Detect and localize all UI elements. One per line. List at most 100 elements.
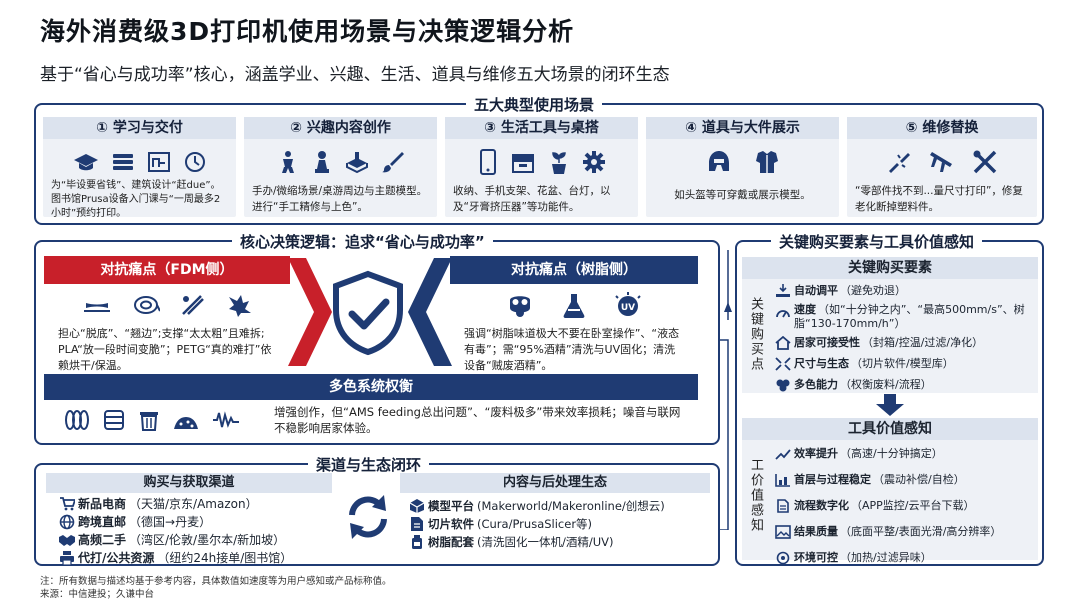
source-note: 来源：中信建投；久谦中台	[40, 589, 155, 600]
leveling-icon	[776, 284, 790, 297]
channel-name: 代打/公共资源	[78, 551, 155, 565]
channel-detail: （纽约24h接单/图书馆）	[157, 551, 293, 565]
value-title: 工具价值感知	[742, 418, 1038, 440]
gear-icon	[582, 151, 605, 173]
scene-card-props: ④ 道具与大件展示 如头盔等可穿戴或展示模型。	[646, 117, 839, 217]
layer-chart-icon	[775, 474, 790, 487]
scene-desc: 为“毕设要省钱”、建筑设计“赶due”。图书馆Prusa设备入门课与“一周最多2…	[51, 180, 221, 219]
value-detail: （震动补偿/自检）	[873, 473, 965, 486]
broken-part-icon	[889, 153, 910, 173]
page-subtitle: 基于“省心与成功率”核心，涵盖学业、兴趣、生活、道具与维修五大场景的闭环生态	[40, 65, 670, 85]
helmet-icon	[708, 151, 729, 171]
key-factors-panel: 关键购买要素 关键购买点 自动调平（避免劝退） 速度（如“十分钟之内”、“最高5…	[742, 257, 1038, 393]
channel-name: 新品电商	[78, 497, 127, 511]
content-title: 内容与后处理生态	[400, 473, 710, 493]
scene-desc: “零部件找不到...量尺寸打印”，修复老化断掉塑料件。	[855, 185, 1023, 213]
fdm-panel: 对抗痛点（FDM侧） 担心“脱底”、“翘边”;支撑“太太粗”且难拆; PLA“放…	[44, 256, 290, 372]
resin-arrow	[408, 258, 452, 366]
document-icon	[777, 499, 789, 513]
value-detail: （底面平整/表面光滑/高分辨率）	[840, 525, 1002, 538]
scene-desc: 如头盔等可穿戴或展示模型。	[674, 189, 811, 201]
waste-pile-icon	[174, 417, 198, 429]
channel-detail: （德国→丹麦）	[129, 515, 212, 529]
chess-pawn-icon	[314, 151, 329, 173]
value-detail: （APP监控/云平台下载）	[851, 499, 975, 512]
slicer-file-icon	[411, 517, 423, 531]
wrench-screwdriver-icon	[973, 150, 997, 174]
support-removal-icon	[182, 295, 204, 315]
value-name: 结果质量	[794, 525, 838, 538]
scene-title: ⑤ 维修替换	[847, 117, 1037, 139]
channel-detail: （湾区/伦敦/墨尔本/新加坡）	[129, 533, 286, 547]
multi-color-desc: 增强创作，但“AMS feeding总出问题”、“废料极多”带来效率损耗；噪音与…	[274, 405, 681, 435]
storage-box-icon	[511, 154, 534, 173]
content-name: 切片软件	[428, 517, 474, 531]
footnote: 注：所有数据与描述均基于参考内容，具体数值如速度等为用户感知或产品标称值。	[40, 576, 392, 587]
filter-control-icon	[776, 551, 790, 565]
books-icon	[112, 154, 133, 170]
channel-detail: （天猫/京东/Amazon）	[129, 497, 258, 511]
factor-name: 居家可接受性	[794, 336, 860, 349]
content-detail: (Makerworld/Makeronline/创想云)	[477, 499, 665, 513]
globe-icon	[59, 514, 75, 530]
blueprint-icon	[147, 152, 170, 172]
handshake-icon	[59, 535, 75, 546]
spool-rack-icon	[65, 410, 89, 430]
resin-title: 对抗痛点（树脂侧）	[450, 256, 698, 284]
factor-detail: （切片软件/模型库）	[851, 357, 954, 370]
scene-title: ④ 道具与大件展示	[646, 117, 839, 139]
factors-section-label: 关键购买要素与工具价值感知	[771, 231, 983, 252]
connector-lines	[720, 250, 732, 530]
phone-icon	[479, 149, 496, 175]
caliper-icon	[930, 152, 952, 172]
efficiency-icon	[775, 449, 791, 460]
clock-icon	[184, 152, 205, 172]
diorama-icon	[345, 152, 368, 174]
home-icon	[775, 336, 791, 350]
speedometer-icon	[776, 310, 790, 318]
scene-title: ③ 生活工具与桌搭	[445, 117, 638, 139]
purchase-panel: 购买与获取渠道 新品电商（天猫/京东/Amazon） 跨境直邮（德国→丹麦） 高…	[46, 473, 332, 566]
color-palette-icon	[776, 379, 790, 392]
value-name: 环境可控	[794, 551, 838, 564]
multi-color-title: 多色系统权衡	[44, 374, 698, 400]
paintbrush-icon	[381, 152, 404, 173]
value-side-label: 工价值感知	[748, 458, 763, 533]
factor-name: 速度	[794, 303, 816, 316]
value-name: 首层与过程稳定	[794, 473, 871, 486]
scene-card-life: ③ 生活工具与桌搭 收纳、手机支架、花盆、台灯，以及“牙膏挤压器”等功能件。	[445, 117, 638, 217]
multi-color-panel: 多色系统权衡 增强创作，但“AMS feeding总出问题”、“废料极多”带来效…	[44, 374, 698, 438]
key-factors-side-label: 关键购买点	[748, 297, 763, 372]
page-title: 海外消费级3D打印机使用场景与决策逻辑分析	[40, 17, 575, 46]
printer-icon	[60, 551, 74, 566]
channel-name: 跨境直邮	[78, 515, 127, 529]
figurine-icon	[281, 151, 294, 173]
uv-label: UV	[621, 303, 635, 313]
scene-title: ① 学习与交付	[43, 117, 236, 139]
fdm-arrow	[288, 258, 332, 366]
factor-detail: （避免劝退）	[840, 284, 906, 297]
key-factors-title: 关键购买要素	[742, 257, 1038, 279]
filament-spool-icon	[134, 296, 160, 314]
resin-bottle-icon	[412, 535, 422, 549]
factor-name: 尺寸与生态	[794, 357, 849, 370]
purchase-title: 购买与获取渠道	[46, 473, 332, 493]
filament-stack-icon	[104, 410, 124, 430]
scene-card-hobby: ② 兴趣内容创作 手办/微缩场景/桌游周边与主题模型。进行“手工精修与上色”。	[244, 117, 437, 217]
content-name: 模型平台	[428, 499, 474, 513]
value-name: 效率提升	[794, 447, 838, 460]
channels-section-label: 渠道与生态闭环	[308, 454, 430, 475]
resin-desc: 强调“树脂味道极大不要在卧室操作”、“液态有毒”；需“95%酒精”清洗与UV固化…	[464, 327, 680, 372]
gas-mask-icon	[510, 296, 530, 317]
value-detail: （加热/过滤异味）	[840, 551, 932, 564]
expand-arrows-icon	[775, 357, 791, 371]
fdm-desc: 担心“脱底”、“翘边”;支撑“太太粗”且难拆; PLA“放一段时间变脆”；PET…	[58, 327, 272, 372]
shield-check-icon	[333, 270, 403, 356]
factor-name: 自动调平	[794, 284, 838, 297]
content-detail: (Cura/PrusaSlicer等)	[477, 517, 593, 531]
factor-detail: （封箱/控温/过滤/净化）	[862, 336, 984, 349]
quality-image-icon	[775, 525, 791, 539]
content-name: 树脂配套	[428, 535, 474, 549]
trash-icon	[140, 412, 158, 431]
scene-card-study: ① 学习与交付 为“毕设要省钱”、建筑设计“赶due”。图书馆Prusa设备入门…	[43, 117, 236, 219]
